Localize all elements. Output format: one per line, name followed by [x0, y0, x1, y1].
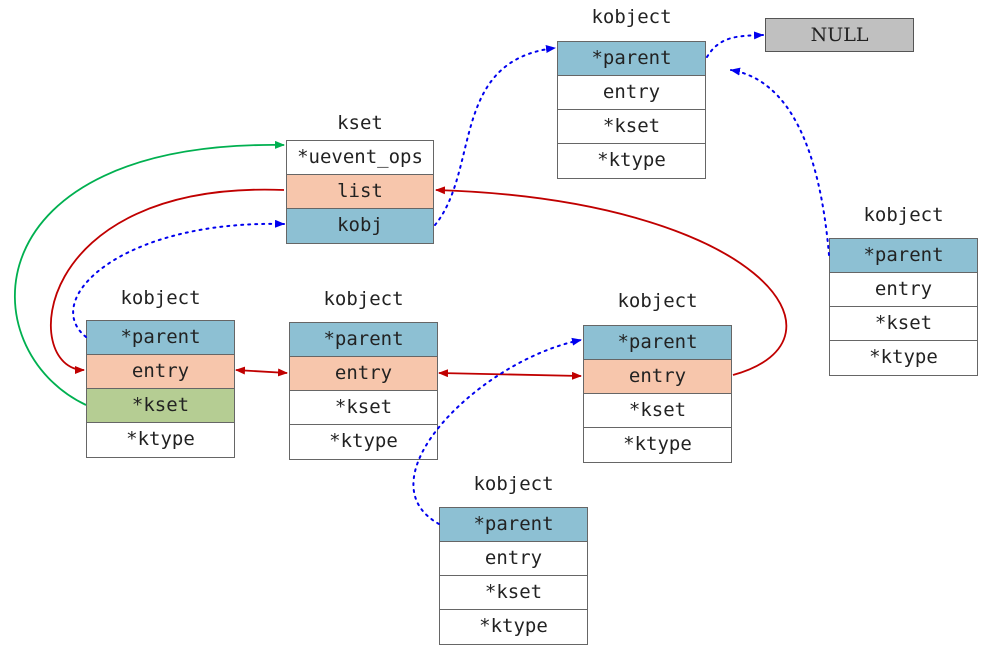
kobject-b-title: kobject — [323, 288, 404, 310]
kobject-bottom-entry-field: entry — [440, 542, 587, 576]
list-to-entry-a-arrow — [50, 188, 285, 374]
kobject-b-ktype-field: *ktype — [290, 425, 437, 459]
kobject-a-parent-field: *parent — [87, 321, 234, 355]
kobject-bottom-parent-field: *parent — [440, 508, 587, 542]
kobject-c-kset-field: *kset — [584, 394, 731, 428]
kobject-top-parent-field: *parent — [558, 42, 705, 76]
kobject-right-kset-field: *kset — [830, 307, 977, 341]
kset-list-field: list — [287, 175, 433, 209]
entry-c-to-list-arrow — [435, 186, 788, 376]
kobject-right-parent-field: *parent — [830, 239, 977, 273]
kobject-right-ktype-field: *ktype — [830, 341, 977, 375]
kobject-a-title: kobject — [120, 287, 201, 309]
kobject-bottom-kset-field: *kset — [440, 576, 587, 610]
kobject-right-title: kobject — [863, 204, 944, 226]
kobject-b-entry-field: entry — [290, 357, 437, 391]
kobject-top: *parent entry *kset *ktype — [557, 41, 706, 179]
kobject-a-kset-field: *kset — [87, 389, 234, 423]
kset-pointer-arrow — [13, 140, 285, 406]
kobject-a-ktype-field: *ktype — [87, 423, 234, 457]
kobject-right-entry-field: entry — [830, 273, 977, 307]
kobject-top-ktype-field: *ktype — [558, 144, 705, 178]
kobject-b: *parent entry *kset *ktype — [289, 322, 438, 460]
null-box: NULL — [765, 18, 914, 52]
bottom-parent-to-c-arrow — [412, 337, 582, 525]
kobject-bottom: *parent entry *kset *ktype — [439, 507, 588, 645]
entry-a-b-link — [235, 366, 288, 377]
kset-uevent-ops-field: *uevent_ops — [287, 141, 433, 175]
kobject-top-entry-field: entry — [558, 76, 705, 110]
entry-b-c-link — [438, 369, 582, 380]
kobject-bottom-title: kobject — [473, 473, 554, 495]
kobject-c-title: kobject — [617, 290, 698, 312]
kobject-right: *parent entry *kset *ktype — [829, 238, 978, 376]
kobject-a: *parent entry *kset *ktype — [86, 320, 235, 458]
right-parent-to-top-arrow — [730, 67, 830, 256]
kobject-c: *parent entry *kset *ktype — [583, 325, 732, 463]
kobject-c-entry-field: entry — [584, 360, 731, 394]
kobject-bottom-ktype-field: *ktype — [440, 610, 587, 644]
kset-title: kset — [337, 112, 383, 134]
kobject-b-parent-field: *parent — [290, 323, 437, 357]
kobject-top-title: kobject — [591, 6, 672, 28]
kobject-a-entry-field: entry — [87, 355, 234, 389]
kset-box: *uevent_ops list kobj — [286, 140, 434, 244]
kobject-c-ktype-field: *ktype — [584, 428, 731, 462]
kobject-c-parent-field: *parent — [584, 326, 731, 360]
parent-a-to-kobj-arrow — [72, 219, 285, 338]
kobject-b-kset-field: *kset — [290, 391, 437, 425]
kset-kobj-field: kobj — [287, 209, 433, 243]
kobject-top-kset-field: *kset — [558, 110, 705, 144]
top-parent-to-null-arrow — [706, 31, 764, 58]
kobj-to-top-parent-arrow — [434, 45, 556, 226]
